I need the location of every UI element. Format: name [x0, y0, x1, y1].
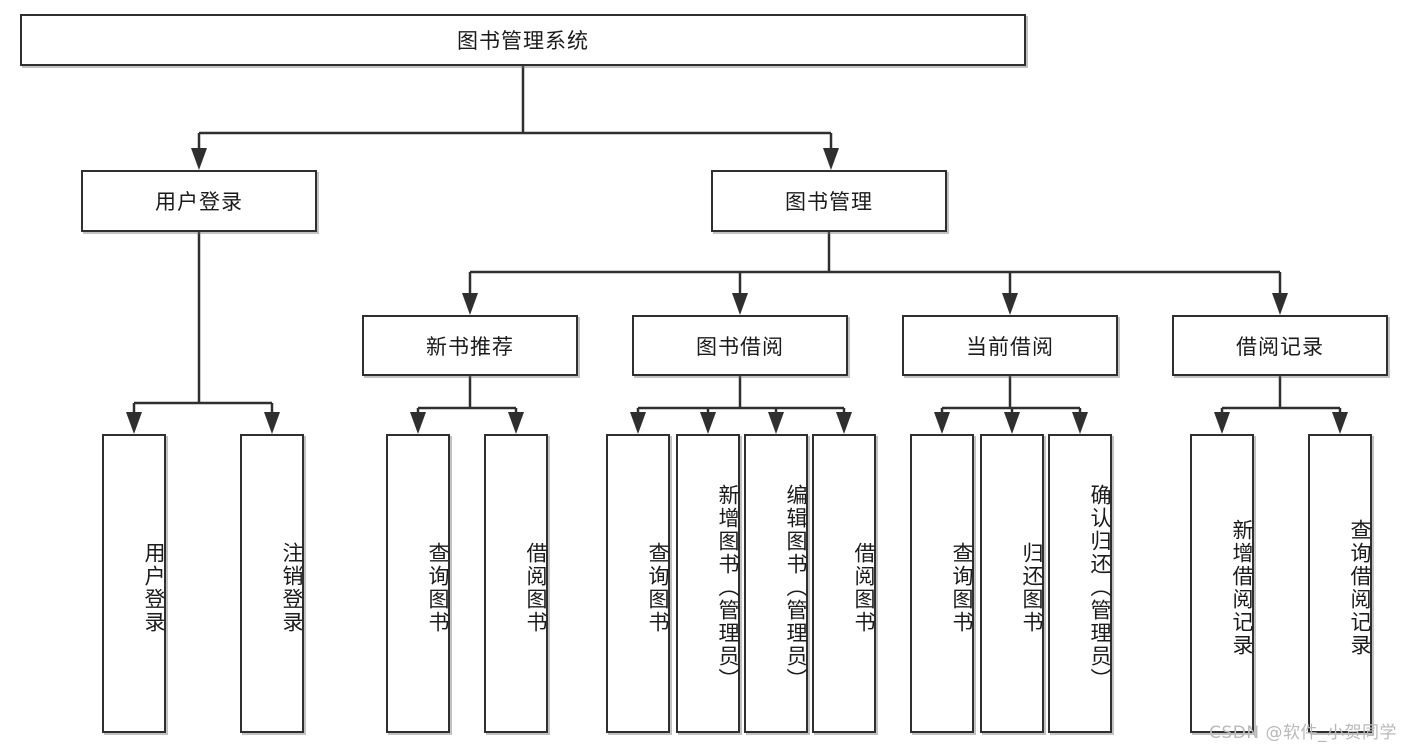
leaf-add-borrow-record-label: 新增借阅记录	[1230, 518, 1254, 657]
leaf-borrow-books-label: 借阅图书	[852, 541, 876, 634]
leaf-confirm-return-admin[interactable]: 确认归还（管理员）	[1048, 434, 1112, 733]
leaf-query-books-borrow-label: 查询图书	[646, 541, 670, 634]
node-borrow-records-label: 借阅记录	[1236, 334, 1324, 359]
node-new-book-recommend[interactable]: 新书推荐	[362, 315, 578, 376]
node-current-borrow[interactable]: 当前借阅	[902, 315, 1118, 376]
node-root-system-label: 图书管理系统	[457, 29, 589, 53]
node-borrow-records[interactable]: 借阅记录	[1172, 315, 1388, 376]
node-book-management[interactable]: 图书管理	[711, 170, 947, 232]
leaf-logout[interactable]: 注销登录	[240, 434, 304, 733]
leaf-return-books[interactable]: 归还图书	[980, 434, 1044, 733]
leaf-query-books-borrow[interactable]: 查询图书	[606, 434, 670, 733]
edge-group-current-borrow	[940, 376, 1082, 419]
leaf-borrow-books-new-label: 借阅图书	[524, 541, 548, 634]
edge-group-root	[197, 66, 833, 156]
node-book-management-label: 图书管理	[785, 190, 873, 214]
leaf-return-books-label: 归还图书	[1020, 541, 1044, 634]
edge-group-user-login	[132, 232, 274, 419]
csdn-watermark: CSDN @软件_小贺同学	[1209, 723, 1397, 743]
node-root-system[interactable]: 图书管理系统	[20, 14, 1026, 66]
node-book-borrow[interactable]: 图书借阅	[632, 315, 848, 376]
leaf-borrow-books[interactable]: 借阅图书	[812, 434, 876, 733]
leaf-borrow-books-new[interactable]: 借阅图书	[484, 434, 548, 733]
leaf-query-borrow-record-label: 查询借阅记录	[1348, 518, 1372, 657]
node-new-book-recommend-label: 新书推荐	[426, 334, 514, 359]
node-user-login[interactable]: 用户登录	[81, 170, 317, 232]
node-user-login-label: 用户登录	[155, 190, 243, 214]
leaf-query-books-current-label: 查询图书	[950, 541, 974, 634]
leaf-query-books-current[interactable]: 查询图书	[910, 434, 974, 733]
leaf-add-book-admin[interactable]: 新增图书（管理员）	[676, 434, 740, 733]
leaf-query-books-new[interactable]: 查询图书	[386, 434, 450, 733]
edge-group-borrow	[636, 376, 846, 419]
leaf-user-login-label: 用户登录	[142, 541, 166, 634]
leaf-query-books-new-label: 查询图书	[426, 541, 450, 634]
node-book-borrow-label: 图书借阅	[696, 334, 784, 359]
edge-group-book-mgmt	[468, 232, 1282, 300]
leaf-query-borrow-record[interactable]: 查询借阅记录	[1308, 434, 1372, 733]
leaf-user-login[interactable]: 用户登录	[102, 434, 166, 733]
edge-group-records	[1220, 376, 1342, 419]
leaf-add-borrow-record[interactable]: 新增借阅记录	[1190, 434, 1254, 733]
leaf-confirm-return-admin-label: 确认归还（管理员）	[1088, 484, 1112, 691]
leaf-edit-book-admin[interactable]: 编辑图书（管理员）	[744, 434, 808, 733]
leaf-edit-book-admin-label: 编辑图书（管理员）	[784, 484, 808, 691]
node-current-borrow-label: 当前借阅	[966, 334, 1054, 359]
leaf-logout-label: 注销登录	[280, 541, 304, 634]
edge-group-new-books	[416, 376, 518, 419]
leaf-add-book-admin-label: 新增图书（管理员）	[716, 484, 740, 691]
